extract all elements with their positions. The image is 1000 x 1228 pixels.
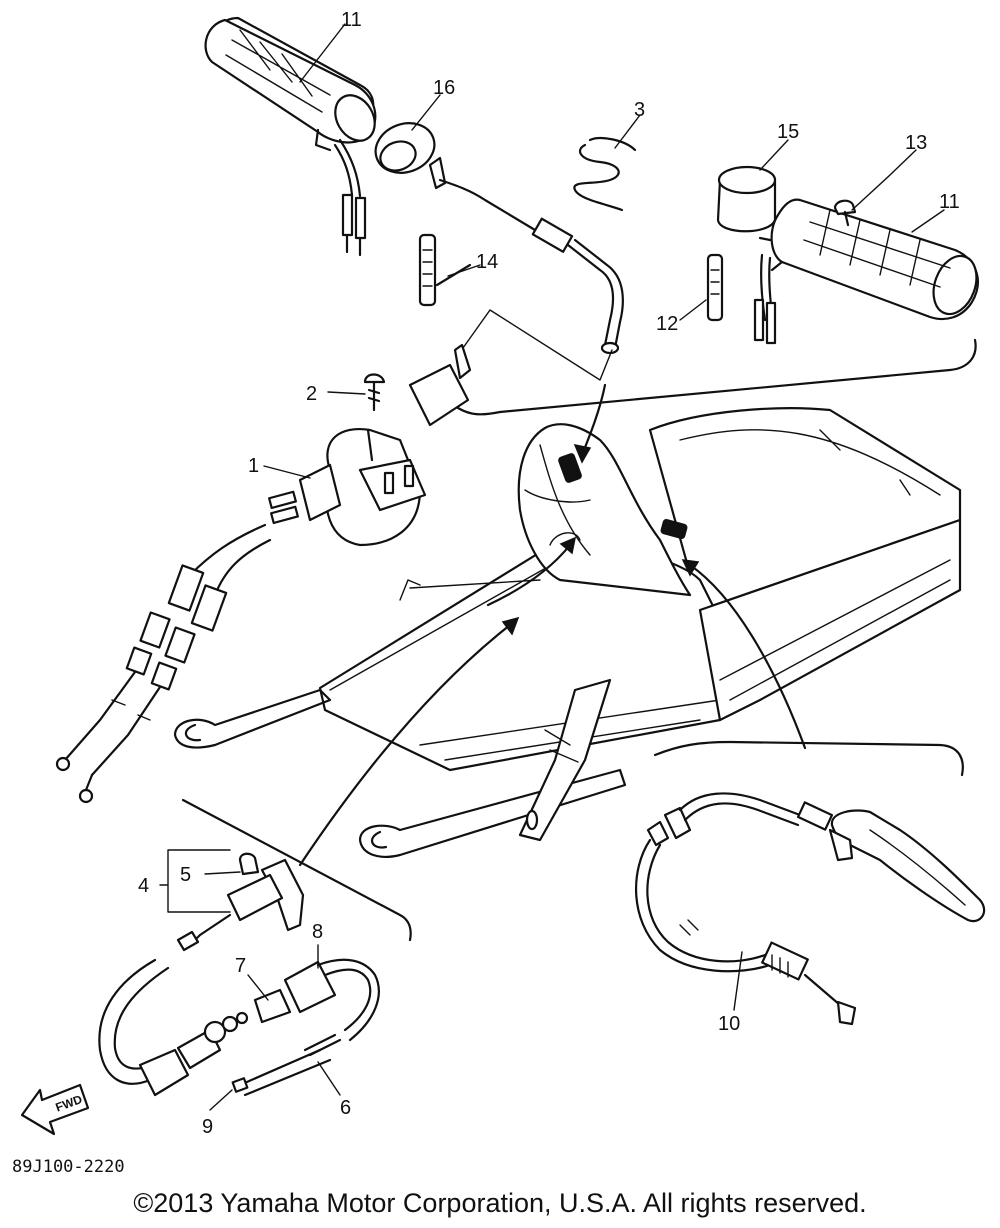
throttle-cable	[428, 156, 624, 355]
snowmobile-body	[173, 407, 962, 858]
screw-2	[363, 373, 386, 412]
callout-14: 14	[476, 251, 498, 273]
diagram-code: 89J100-2220	[12, 1157, 125, 1177]
copyright-notice: ©2013 Yamaha Motor Corporation, U.S.A. A…	[133, 1188, 866, 1218]
callout-6: 6	[340, 1097, 351, 1119]
cable-band-left	[418, 233, 472, 307]
inset-bracket-top	[456, 338, 977, 416]
left-grip	[204, 16, 377, 257]
throttle-cables-lower	[55, 523, 272, 804]
cable-band-right	[706, 253, 724, 322]
callout-15: 15	[777, 121, 799, 143]
callout-8: 8	[312, 921, 323, 943]
leader-arrows	[298, 383, 807, 867]
throttle-housing	[268, 343, 472, 547]
callout-13: 13	[905, 132, 927, 154]
callout-9: 9	[202, 1116, 213, 1138]
callout-labels: 11 16 3 15 13 11 12 14 2 1 4 5 7 8 9 6 1…	[138, 9, 960, 1138]
forward-arrow: FWD	[20, 1083, 90, 1136]
callout-10: 10	[718, 1013, 740, 1035]
brake-lever	[830, 809, 986, 923]
callout-11-right: 11	[939, 191, 960, 213]
callout-7: 7	[235, 955, 246, 977]
callout-2: 2	[306, 383, 317, 405]
callout-3: 3	[634, 99, 645, 121]
choke-assembly	[98, 852, 380, 1097]
callout-leaders	[159, 23, 945, 1111]
cable-clip	[573, 136, 637, 212]
callout-12: 12	[656, 313, 678, 335]
inset-bracket-left	[181, 798, 412, 942]
callout-5: 5	[180, 864, 191, 886]
callout-bracket-top	[457, 309, 613, 381]
right-grip	[753, 198, 979, 345]
callout-11-left: 11	[341, 9, 362, 31]
inset-bracket-right	[653, 740, 964, 777]
grip-ring	[374, 122, 436, 174]
screw-13	[833, 199, 857, 227]
callout-16: 16	[433, 77, 455, 99]
callout-4: 4	[138, 875, 149, 897]
callout-1: 1	[248, 455, 259, 477]
brake-cable	[635, 792, 857, 1026]
grip-cap	[716, 165, 777, 233]
